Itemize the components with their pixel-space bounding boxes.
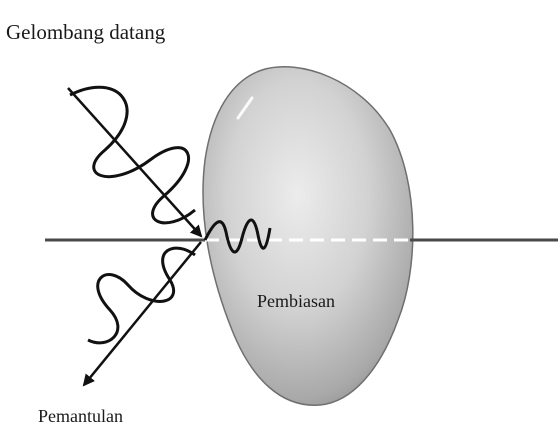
reflected-wave <box>87 246 196 345</box>
incoming-wave <box>69 85 196 225</box>
reflected-ray <box>82 241 202 387</box>
refraction-label: Pembiasan <box>257 291 335 311</box>
reflection-label: Pemantulan <box>38 406 123 426</box>
refracted-wave <box>203 218 272 254</box>
incoming-ray <box>67 87 203 238</box>
grain-object <box>202 66 414 406</box>
incoming-wave-label: Gelombang datang <box>6 20 166 44</box>
grain-highlight <box>236 96 254 120</box>
